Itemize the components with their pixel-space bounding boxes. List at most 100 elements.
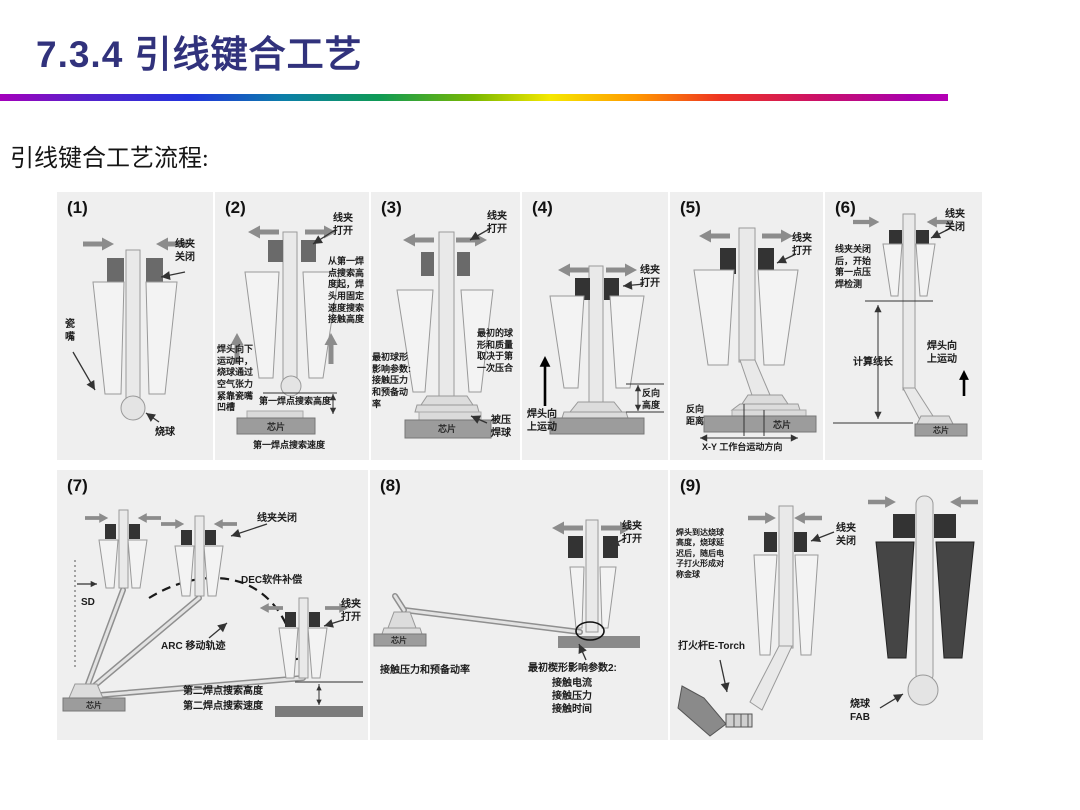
clamp-closed-label: 线夹关闭 [257,513,297,524]
panel-number: (2) [225,198,246,217]
contact-pressure-note: 接触压力和预备动率 [380,665,470,676]
wire-clamp-right [457,252,470,276]
stage-direction-label: X-Y 工作台运动方向 [702,442,783,452]
fab-label: 烧球 FAB [850,699,870,723]
chip-block [236,417,316,435]
chip-label: 芯片 [438,423,456,434]
rainbow-divider [0,94,948,101]
chip-label: 芯片 [773,419,791,430]
pressed-ball-label: 被压焊球 [491,415,511,439]
capillary-right [599,566,617,629]
panel-number: (1) [67,198,88,217]
panel-step-5: 芯片 (5) 线夹打开 反向距离 X-Y 工作台运动方向 [670,192,823,460]
free-air-ball [120,395,146,421]
panel-step-6: 芯片 (6) 线夹关闭 线夹关闭后，开始第一点压焊检测 计算线长 焊头向上运动 [825,192,982,460]
clamp-open-label: 线夹打开 [622,521,642,545]
lead-frame-bar [558,636,640,648]
bond-wire [125,249,141,401]
panel-number: (8) [380,476,401,495]
chip-block [404,419,492,439]
wire-clamp-right [604,278,619,300]
search-note: 从第一焊点搜索高度起，焊头用固定速度搜索接触高度 [328,256,365,325]
panel-number: (3) [381,198,402,217]
reverse-height-label: 反向高度 [642,388,661,410]
panel-step-4: (4) 线夹打开 焊头向上运动 反向高度 [522,192,668,460]
capillary-figure-c [259,597,349,679]
squashed-ball-base [414,404,480,413]
head-up-label: 焊头向上运动 [527,409,557,433]
chip-label: 芯片 [267,421,285,432]
head-up-label: 焊头向上运动 [927,341,957,365]
page-title: 7.3.4 引线键合工艺 [36,34,363,75]
chip-block [703,415,817,433]
fab-figure [868,495,978,706]
wire-clamp-left [720,248,736,274]
second-search-speed-label: 第二焊点搜索速度 [183,701,263,712]
param-contact-pressure: 接触压力 [552,691,592,702]
capillary-left [693,269,735,366]
param-contact-time: 接触时间 [552,704,592,715]
chip-label: 芯片 [391,635,407,645]
panel-number: (5) [680,198,701,217]
chip-label: 芯片 [86,700,102,710]
ball-tension-note: 焊头向下运动中，烧球通过空气张力紧靠瓷嘴凹槽 [217,344,254,413]
bond-foot-base [561,411,629,419]
bond-foot [916,415,954,425]
wire-clamp-left [107,258,124,284]
panel-step-9: (9) 焊头到达烧球高度，烧球延迟后，随后电子打火形成对称金球 线夹关闭 打火杆… [670,470,983,740]
sd-label: SD [81,597,95,608]
panel-step-8: 芯片 (8) 线夹打开 接触压力和预备动率 最初楔形影响参数2: 接触电流 接触… [370,470,668,740]
efo-note: 焊头到达烧球高度，烧球延迟后，随后电子打火形成对称金球 [676,528,724,579]
capillary-left [882,243,903,297]
search-speed-label: 第一焊点搜索速度 [253,440,326,450]
panel-number: (9) [680,476,701,495]
search-height-label: 第一焊点搜索高度 [259,396,332,406]
bond-wire [588,265,604,403]
capillary-figure-a [85,509,161,589]
clamp-open-label: 线夹打开 [341,599,361,623]
wire-bond-diagram-1 [72,237,187,423]
panel-number: (6) [835,198,856,217]
bond-foot [741,394,789,405]
param-contact-current: 接触电流 [552,678,592,689]
clamp-open-label: 线夹打开 [792,233,812,257]
die [731,409,807,417]
wire-bond-diagram-3: 芯片 [396,227,494,439]
panel-step-7: 芯片 (7) 线夹关闭 DEC软件补偿 SD ARC 移动轨迹 线夹打开 第二焊… [57,470,368,740]
squashed-ball [420,395,474,406]
bond-wire [282,231,298,389]
chip-block [62,697,126,712]
chip-block [373,633,427,647]
panel-step-3: 芯片 (3) 线夹打开 最初的球形和质量取决于第一次压合 最初球形影响参数:接触… [371,192,520,460]
clamp-open-label: 线夹打开 [333,213,353,237]
chip-block [914,423,968,437]
capillary-left [549,295,585,389]
wire-bond-diagram-9 [677,495,978,737]
chip-label: 芯片 [933,425,949,435]
first-bond-base [381,627,423,635]
ball-parameter-note: 最初球形影响参数:接触压力和预备动率 [372,352,411,409]
slide-subtitle: 引线键合工艺流程: [10,146,209,172]
capillary-left [396,289,434,393]
wire-length-label: 计算线长 [853,357,893,368]
wire-clamp-right [301,240,316,262]
wire-bond-diagram-4 [539,263,664,435]
chip-block [549,417,645,435]
free-air-ball [280,375,302,397]
wire-clamp-right [146,258,163,284]
reverse-distance-label: 反向距离 [686,404,705,426]
wire-clamp-left [268,240,283,262]
clamp-closed-label: 线夹关闭 [836,523,856,547]
e-torch-blade [677,685,727,737]
wedge-params-title: 最初楔形影响参数2: [528,663,617,674]
wire-bond-diagram-2: 芯片 [230,225,340,435]
panel-number: (7) [67,476,88,495]
wire-clamp-left [568,536,583,558]
capillary-right [609,295,645,389]
bond-foot-base [730,403,801,411]
wire-tail [725,713,753,728]
clamp-closed-label: 线夹关闭 [175,239,195,263]
clamp-open-label: 线夹打开 [487,211,507,235]
capillary-right [145,281,178,395]
bond-foot [568,401,624,413]
